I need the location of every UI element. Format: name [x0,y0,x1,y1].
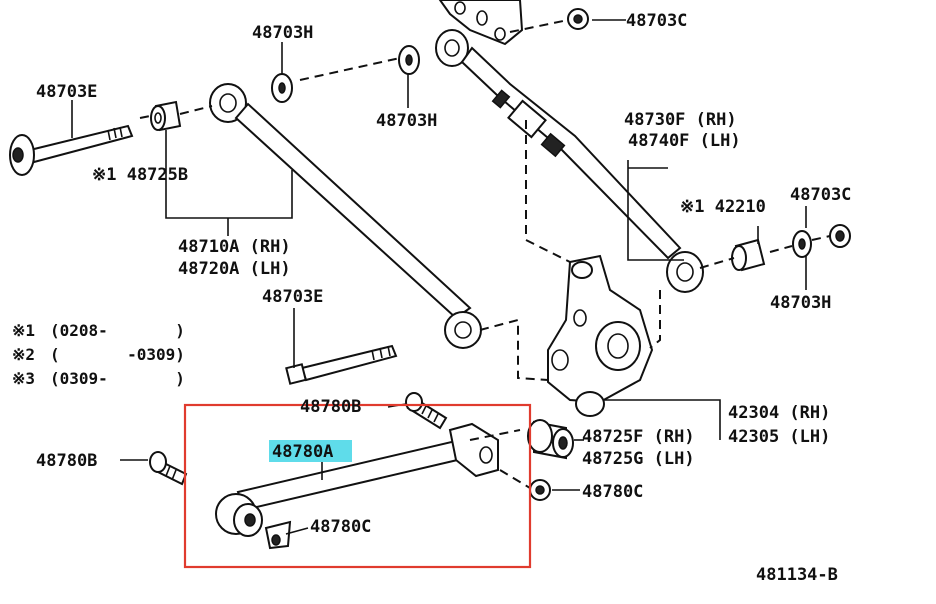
bolt-48703E-mid[interactable] [285,344,398,385]
label-48780B-left[interactable]: 48780B [36,451,97,471]
label-42304[interactable]: 42304 (RH) [728,403,830,423]
arm-48730F[interactable] [435,29,704,293]
label-48740F[interactable]: 48740F (LH) [628,131,741,151]
date-legend: ※1 (0208- ) ※2 ( -0309) ※3 (0309- ) [12,321,185,388]
label-48780C-lower[interactable]: 48780C [310,517,371,537]
selection-box [183,403,532,569]
nut-48703C-right[interactable] [829,224,851,248]
knuckle-42304[interactable] [547,254,654,417]
label-48703H-mid[interactable]: 48703H [376,111,437,131]
label-48703H-right[interactable]: 48703H [770,293,831,313]
label-48725F[interactable]: 48725F (RH) [582,427,695,447]
label-48703C-right[interactable]: 48703C [790,185,851,205]
nut-48780C-right[interactable] [529,479,551,501]
label-42305[interactable]: 42305 (LH) [728,427,830,447]
label-48720A[interactable]: 48720A (LH) [178,259,291,279]
leader-lines [71,19,807,535]
label-48703C-top[interactable]: 48703C [626,11,687,31]
label-48703H-top[interactable]: 48703H [252,23,313,43]
washer-48703H-top[interactable] [271,73,293,103]
washer-48703H-right[interactable] [792,230,812,258]
label-48780C-right[interactable]: 48780C [582,482,643,502]
label-48780B-top[interactable]: 48780B [300,397,361,417]
label-48703E-top[interactable]: 48703E [36,82,97,102]
bolt-48703E-upper[interactable] [9,124,134,176]
washer-48703H-mid[interactable] [398,45,420,75]
legend-mark-2: ※2 [12,345,35,364]
diagram-code: 481134-B [756,565,838,585]
label-48730F[interactable]: 48730F (RH) [624,110,737,130]
nut-48703C-top[interactable] [567,8,589,30]
legend-mark-3: ※3 [12,369,35,388]
part-highlight [269,440,352,462]
arm-48710A[interactable] [209,83,482,349]
bushing-48725B[interactable] [150,100,182,132]
label-48703E-mid[interactable]: 48703E [262,287,323,307]
legend-text-1: (0208- ) [50,321,185,340]
bolt-48780B-top[interactable] [405,392,448,430]
legend-text-3: (0309- ) [50,369,185,388]
label-48725G[interactable]: 48725G (LH) [582,449,695,469]
legend-mark-1: ※1 [12,321,35,340]
label-48710A[interactable]: 48710A (RH) [178,237,291,257]
label-42210[interactable]: ※1 42210 [680,197,766,217]
bushing-42210[interactable] [731,238,766,272]
bushing-48725F[interactable] [527,419,574,460]
nut-48780C-lower[interactable] [264,520,292,550]
legend-text-2: ( -0309) [50,345,185,364]
lower-arm-48780A[interactable] [215,422,499,537]
label-48780A[interactable]: 48780A [272,442,333,462]
label-48725B[interactable]: ※1 48725B [92,165,188,185]
bolt-48780B-left[interactable] [149,451,188,486]
upper-bracket [438,0,524,46]
assembly-dashed-lines [139,19,831,489]
